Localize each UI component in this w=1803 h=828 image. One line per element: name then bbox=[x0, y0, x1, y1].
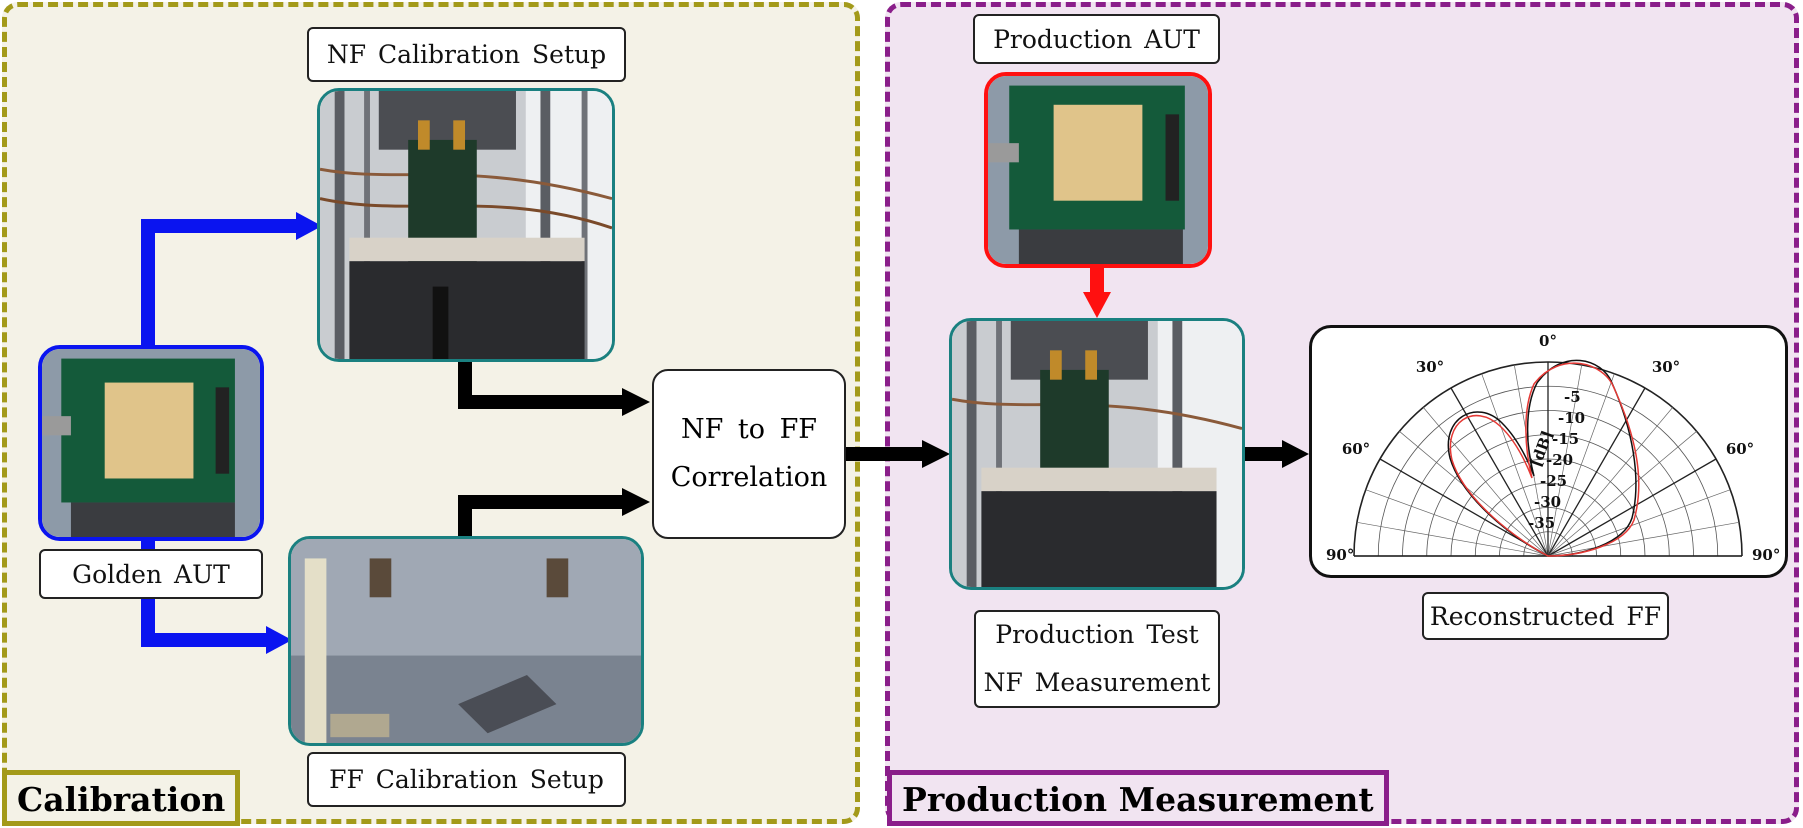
correlation-line-2: Correlation bbox=[670, 462, 828, 493]
polar-grid-spoke bbox=[1547, 387, 1646, 557]
production-test-line-2: NF Measurement bbox=[983, 668, 1211, 697]
polar-plot: 0° 30° 30° 60° 60° 90° 90° -5 -10 -15 -20 -25 -30 -35… bbox=[1326, 332, 1780, 564]
polar-radial-label: -10 bbox=[1558, 409, 1585, 427]
nf-setup-label: NF Calibration Setup bbox=[307, 27, 626, 82]
polar-radial-label: -15 bbox=[1552, 430, 1579, 448]
polar-radial-label: -30 bbox=[1534, 493, 1561, 511]
production-test-label: Production Test NF Measurement bbox=[974, 610, 1220, 708]
ff-to-correlation-arrow bbox=[458, 495, 625, 538]
correlation-block: NF to FF Correlation bbox=[652, 369, 846, 539]
nf-setup-photo bbox=[317, 88, 615, 362]
reconstructed-ff-label: Reconstructed FF bbox=[1422, 592, 1669, 640]
polar-radial-label: -5 bbox=[1564, 388, 1581, 406]
polar-radial-label: -35 bbox=[1528, 514, 1555, 532]
golden-aut-photo bbox=[38, 345, 264, 541]
polar-grid-spoke bbox=[1547, 521, 1740, 557]
polar-grid-spoke bbox=[1481, 373, 1549, 557]
polar-angle-label: 30° bbox=[1652, 358, 1680, 376]
production-test-line-1: Production Test bbox=[995, 620, 1199, 649]
golden-aut-label: Golden AUT bbox=[39, 549, 263, 599]
polar-grid-spoke bbox=[1423, 407, 1549, 557]
polar-grid-spoke bbox=[1513, 364, 1549, 557]
correlation-line-1: NF to FF bbox=[680, 414, 818, 445]
polar-angle-label: 90° bbox=[1752, 546, 1780, 564]
polar-grid-spoke bbox=[1547, 364, 1583, 557]
polar-radial-label: -20 bbox=[1546, 451, 1573, 469]
ff-setup-label: FF Calibration Setup bbox=[307, 752, 626, 807]
polar-plot-box: 0° 30° 30° 60° 60° 90° 90° -5 -10 -15 -20 -25 -30 -35… bbox=[1309, 325, 1788, 578]
polar-grid-spoke bbox=[1547, 489, 1731, 557]
production-aut-photo bbox=[984, 72, 1212, 268]
reconstructed-pattern-trace bbox=[1449, 362, 1640, 557]
polar-grid-spoke bbox=[1547, 407, 1673, 557]
nf-to-correlation-arrow bbox=[458, 360, 625, 409]
ff-setup-photo bbox=[288, 536, 644, 746]
production-nf-photo bbox=[949, 318, 1245, 590]
production-aut-label: Production AUT bbox=[973, 14, 1220, 64]
production-title: Production Measurement bbox=[887, 770, 1389, 826]
polar-grid-spoke bbox=[1547, 431, 1697, 557]
polar-angle-label: 60° bbox=[1342, 440, 1370, 458]
polar-grid-spoke bbox=[1547, 373, 1615, 557]
polar-angle-label: 30° bbox=[1416, 358, 1444, 376]
polar-grid-spoke bbox=[1356, 521, 1549, 557]
polar-grid-spoke bbox=[1450, 387, 1549, 557]
measured-pattern-trace bbox=[1447, 359, 1637, 557]
polar-angle-label: 60° bbox=[1726, 440, 1754, 458]
calibration-title: Calibration bbox=[2, 770, 241, 826]
polar-angle-label: 0° bbox=[1539, 332, 1557, 350]
polar-grid-spoke bbox=[1399, 431, 1549, 557]
polar-radial-label: -25 bbox=[1540, 472, 1567, 490]
golden-to-nf-arrow bbox=[141, 219, 300, 345]
polar-grid-spoke bbox=[1547, 458, 1717, 557]
polar-grid-spoke bbox=[1365, 489, 1549, 557]
polar-angle-label: 90° bbox=[1326, 546, 1354, 564]
